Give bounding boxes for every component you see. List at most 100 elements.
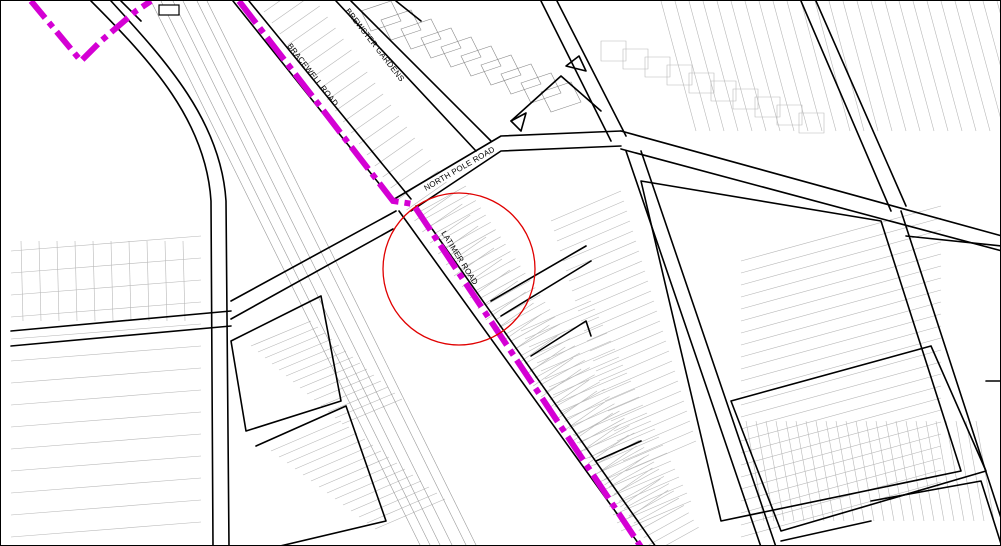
parcel-outline — [430, 200, 477, 226]
parcel-outline — [310, 450, 382, 482]
parcel-outline — [740, 325, 942, 382]
north-pole-road-label: NORTH POLE ROAD — [423, 145, 497, 193]
parcel-outline — [592, 330, 664, 362]
parcel-outline — [520, 72, 562, 104]
parcel-outline — [622, 430, 694, 462]
parcel-outline — [616, 410, 688, 442]
parcel-outline — [613, 400, 685, 432]
parcel-outline — [552, 364, 624, 396]
parcel-outline — [623, 483, 670, 509]
parcel-outline — [264, 332, 326, 359]
parcel-outline — [740, 457, 942, 514]
parcel-outline — [601, 360, 673, 392]
parcel-outline — [660, 1, 697, 132]
parcel-outline — [912, 1, 949, 132]
parcel-outline — [480, 54, 522, 86]
parcel-outline — [490, 287, 536, 313]
parcel-outline — [740, 337, 942, 394]
parcel-outline — [622, 48, 649, 70]
parcel-outline — [10, 499, 202, 516]
parcel-outline — [460, 243, 506, 270]
parcel-outline — [740, 217, 942, 274]
parcel-outline — [580, 420, 652, 452]
parcel-outline — [884, 1, 921, 132]
parcel-outline — [10, 235, 202, 252]
parcel-outline — [480, 272, 526, 299]
parcel-outline — [287, 16, 328, 46]
parcel-outline — [146, 240, 150, 322]
station-marker-icon[interactable] — [158, 4, 180, 16]
parcel-outline — [440, 214, 486, 241]
parcel-outline — [740, 313, 942, 370]
parcel-outline — [915, 420, 935, 522]
parcel-outline — [865, 420, 885, 522]
parcel-outline — [875, 420, 895, 522]
dashed-magenta-boundary — [28, 1, 644, 545]
parcel-outline — [10, 345, 202, 362]
parcel-outline — [607, 380, 679, 412]
parcel-outline — [584, 428, 656, 460]
parcel-outline — [420, 185, 467, 212]
parcel-outline — [453, 247, 495, 277]
parcel-outline — [341, 398, 403, 425]
parcel-outline — [732, 88, 759, 110]
parcel-outline — [10, 389, 202, 406]
parcel-outline — [580, 290, 652, 322]
parcel-outline — [10, 455, 202, 472]
parcel-outline — [825, 420, 845, 522]
parcel-outline — [92, 240, 96, 322]
parcel-outline — [620, 478, 661, 508]
parcel-layer — [10, 1, 1000, 545]
parcel-outline — [775, 420, 795, 522]
parcel-outline — [940, 1, 977, 132]
parcel-outline — [500, 63, 542, 95]
parcel-outline — [740, 301, 942, 358]
parcel-outline — [326, 462, 398, 494]
parcel-outline — [292, 356, 354, 383]
road-network — [10, 1, 1000, 545]
red-circle-marker[interactable] — [382, 192, 536, 346]
parcel-outline — [540, 340, 612, 372]
parcel-outline — [945, 420, 965, 522]
parcel-outline — [776, 104, 803, 126]
railway-tracks — [150, 1, 477, 545]
parcel-outline — [182, 240, 186, 322]
parcel-outline — [560, 380, 632, 412]
parcel-outline — [334, 468, 406, 500]
parcel-outline — [250, 320, 312, 347]
parcel-outline — [588, 436, 660, 468]
parcel-outline — [278, 344, 340, 371]
parcel-outline — [10, 323, 202, 340]
parcel-outline — [528, 316, 600, 348]
parcel-outline — [765, 420, 785, 522]
parcel-outline — [895, 420, 915, 522]
parcel-outline — [744, 1, 781, 132]
parcel-outline — [435, 207, 481, 234]
parcel-outline — [740, 409, 942, 466]
parcel-outline — [38, 240, 42, 322]
parcel-outline — [592, 444, 664, 476]
parcel-outline — [589, 320, 661, 352]
parcel-outline — [577, 280, 649, 312]
parcel-outline — [795, 420, 815, 522]
parcel-outline — [954, 1, 991, 132]
parcel-outline — [263, 1, 281, 13]
parcel-outline — [539, 359, 585, 386]
parcel-outline — [702, 1, 739, 132]
parcel-outline — [270, 420, 342, 452]
parcel-outline — [460, 45, 502, 77]
parcel-outline — [608, 461, 655, 488]
parcel-outline — [544, 367, 590, 393]
parcel-outline — [564, 396, 610, 422]
parcel-outline — [10, 477, 202, 494]
parcel-outline — [549, 374, 595, 401]
parcel-outline — [505, 309, 551, 335]
parcel-outline — [613, 468, 660, 495]
parcel-outline — [10, 521, 202, 538]
parcel-outline — [604, 370, 676, 402]
parcel-outline — [666, 526, 699, 545]
parcel-outline — [574, 270, 646, 302]
parcel-outline — [440, 36, 482, 68]
